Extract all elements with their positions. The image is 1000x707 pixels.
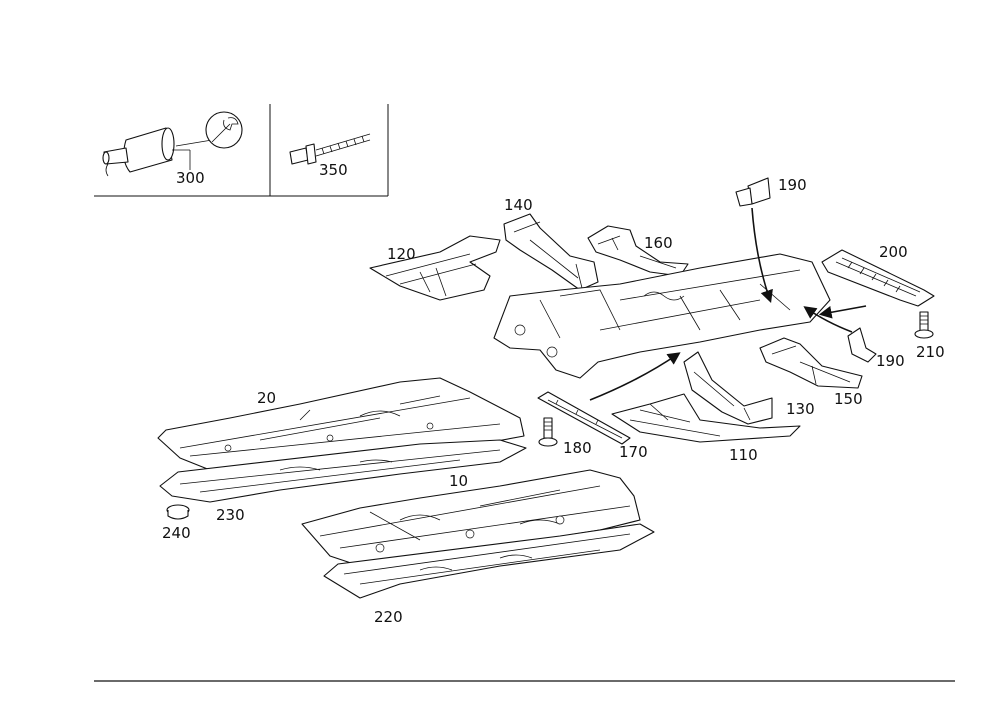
- part-210-bolt: [914, 311, 934, 339]
- label-170: 170: [619, 443, 648, 461]
- label-150: 150: [834, 390, 863, 408]
- label-120: 120: [387, 245, 416, 263]
- part-200-panel: [821, 249, 935, 307]
- label-160: 160: [644, 234, 673, 252]
- part-220-floor-panel: [323, 523, 655, 599]
- part-230-floor-panel: [159, 439, 527, 503]
- part-140-bracket: [503, 213, 599, 291]
- part-240-plug: [166, 504, 190, 520]
- part-190-clip-top: [735, 177, 771, 207]
- part-190-clip-right: [847, 327, 877, 363]
- part-130-member: [683, 351, 773, 425]
- label-130: 130: [786, 400, 815, 418]
- label-220: 220: [374, 608, 403, 626]
- part-160-bracket: [587, 225, 689, 277]
- label-180: 180: [563, 439, 592, 457]
- part-110-side-member: [611, 393, 801, 443]
- label-10: 10: [449, 472, 468, 490]
- part-180-bolt: [538, 417, 558, 447]
- label-190-right: 190: [876, 352, 905, 370]
- label-140: 140: [504, 196, 533, 214]
- part-170-rail: [537, 391, 631, 445]
- label-230: 230: [216, 506, 245, 524]
- label-210: 210: [916, 343, 945, 361]
- label-240: 240: [162, 524, 191, 542]
- label-110: 110: [729, 446, 758, 464]
- rivet-icon: [289, 133, 371, 165]
- part-tunnel-assembly: [493, 253, 831, 379]
- label-190-top: 190: [778, 176, 807, 194]
- part-120-crossmember: [369, 235, 501, 301]
- sealant-tube-icon: [102, 127, 213, 177]
- label-200: 200: [879, 243, 908, 261]
- part-150-bracket: [759, 337, 863, 389]
- label-20: 20: [257, 389, 276, 407]
- wrench-icon: [205, 111, 243, 149]
- tool-label-350: 350: [319, 161, 348, 179]
- tools-box: [94, 104, 389, 197]
- tool-label-300: 300: [176, 169, 205, 187]
